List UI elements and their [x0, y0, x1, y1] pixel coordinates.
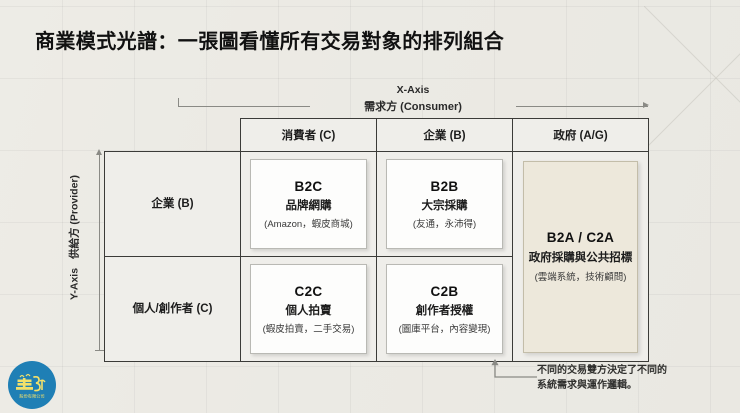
y-axis-label: 供給方 (Provider)	[68, 174, 81, 259]
y-axis-end-tick	[95, 350, 104, 351]
matrix-header-row: 消費者 (C) 企業 (B) 政府 (A/G)	[105, 118, 649, 152]
brand-logo-text: 股份有限公司	[19, 393, 44, 400]
model-name: 政府採購與公共招標	[528, 252, 633, 264]
matrix-row-individual: 個人/創作者 (C) C2C 個人拍賣 (蝦皮拍賣，二手交易) C2B 創作者授…	[104, 256, 649, 362]
x-axis-label-row: 需求方 (Consumer)	[178, 97, 649, 113]
callout-note: 不同的交易雙方決定了不同的 系統需求與運作邏輯。	[537, 363, 722, 393]
model-examples: (雲端系統，技術顧問)	[534, 272, 627, 283]
column-header-government: 政府 (A/G)	[512, 118, 649, 152]
background-cross-decoration	[644, 6, 740, 150]
y-axis-name: Y-Axis	[68, 267, 81, 301]
business-model-matrix: 消費者 (C) 企業 (B) 政府 (A/G) 企業 (B) B2C 品牌網購 …	[104, 118, 649, 362]
x-axis-start-tick	[178, 98, 179, 107]
model-card-c2b[interactable]: C2B 創作者授權 (圖庫平台，內容變現)	[386, 264, 503, 354]
model-examples: (友通，永沛得)	[412, 218, 477, 230]
model-code: B2A / C2A	[546, 230, 615, 245]
callout-elbow-arrow-icon	[491, 359, 537, 378]
matrix-cell-b2b[interactable]: B2B 大宗採購 (友通，永沛得)	[376, 151, 513, 257]
x-axis-caption: X-Axis 需求方 (Consumer)	[178, 84, 649, 113]
y-axis-line	[99, 155, 100, 351]
matrix-cell-b2c[interactable]: B2C 品牌網購 (Amazon，蝦皮商城)	[240, 151, 377, 257]
x-axis-line-right	[516, 106, 648, 107]
model-card-b2c[interactable]: B2C 品牌網購 (Amazon，蝦皮商城)	[250, 159, 367, 249]
page-title: 商業模式光譜：一張圖看懂所有交易對象的排列組合	[35, 31, 505, 53]
x-axis-line-left	[178, 106, 310, 107]
model-name: 品牌網購	[285, 199, 332, 212]
model-card-c2c[interactable]: C2C 個人拍賣 (蝦皮拍賣，二手交易)	[250, 264, 367, 354]
x-axis-arrow-icon	[643, 102, 649, 108]
model-examples: (蝦皮拍賣，二手交易)	[262, 323, 355, 335]
model-code: B2B	[430, 178, 459, 194]
model-card-b2b[interactable]: B2B 大宗採購 (友通，永沛得)	[386, 159, 503, 249]
row-header-individual: 個人/創作者 (C)	[104, 256, 241, 362]
matrix-cell-c2c[interactable]: C2C 個人拍賣 (蝦皮拍賣，二手交易)	[240, 256, 377, 362]
callout-note-line-2: 系統需求與運作邏輯。	[537, 380, 637, 391]
matrix-corner-cell	[105, 119, 241, 152]
model-name: 創作者授權	[415, 304, 474, 317]
model-card-b2a-c2a[interactable]: B2A / C2A 政府採購與公共招標 (雲端系統，技術顧問)	[523, 160, 638, 353]
callout-note-line-1: 不同的交易雙方決定了不同的	[537, 365, 667, 376]
column-header-consumer: 消費者 (C)	[240, 118, 377, 152]
model-code: C2C	[294, 283, 323, 299]
model-name: 個人拍賣	[285, 304, 332, 317]
model-code: B2C	[294, 178, 323, 194]
x-axis-name: X-Axis	[396, 84, 430, 96]
model-examples: (Amazon，蝦皮商城)	[264, 218, 353, 230]
row-header-business: 企業 (B)	[104, 151, 241, 257]
matrix-cell-government-merged[interactable]: B2A / C2A 政府採購與公共招標 (雲端系統，技術顧問)	[512, 151, 649, 362]
matrix-row-business: 企業 (B) B2C 品牌網購 (Amazon，蝦皮商城) B2B 大宗採購 (…	[104, 151, 649, 362]
y-axis-arrow-icon	[96, 149, 102, 155]
y-axis-caption: Y-Axis 供給方 (Provider)	[40, 148, 106, 355]
model-code: C2B	[430, 283, 459, 299]
brand-logo[interactable]: 股份有限公司	[7, 360, 57, 410]
matrix-cell-c2b[interactable]: C2B 創作者授權 (圖庫平台，內容變現)	[376, 256, 513, 362]
model-examples: (圖庫平台，內容變現)	[398, 323, 491, 335]
y-axis-text-group: Y-Axis 供給方 (Provider)	[67, 148, 82, 328]
model-name: 大宗採購	[421, 199, 468, 212]
x-axis-label: 需求方 (Consumer)	[364, 101, 462, 113]
column-header-business: 企業 (B)	[376, 118, 513, 152]
